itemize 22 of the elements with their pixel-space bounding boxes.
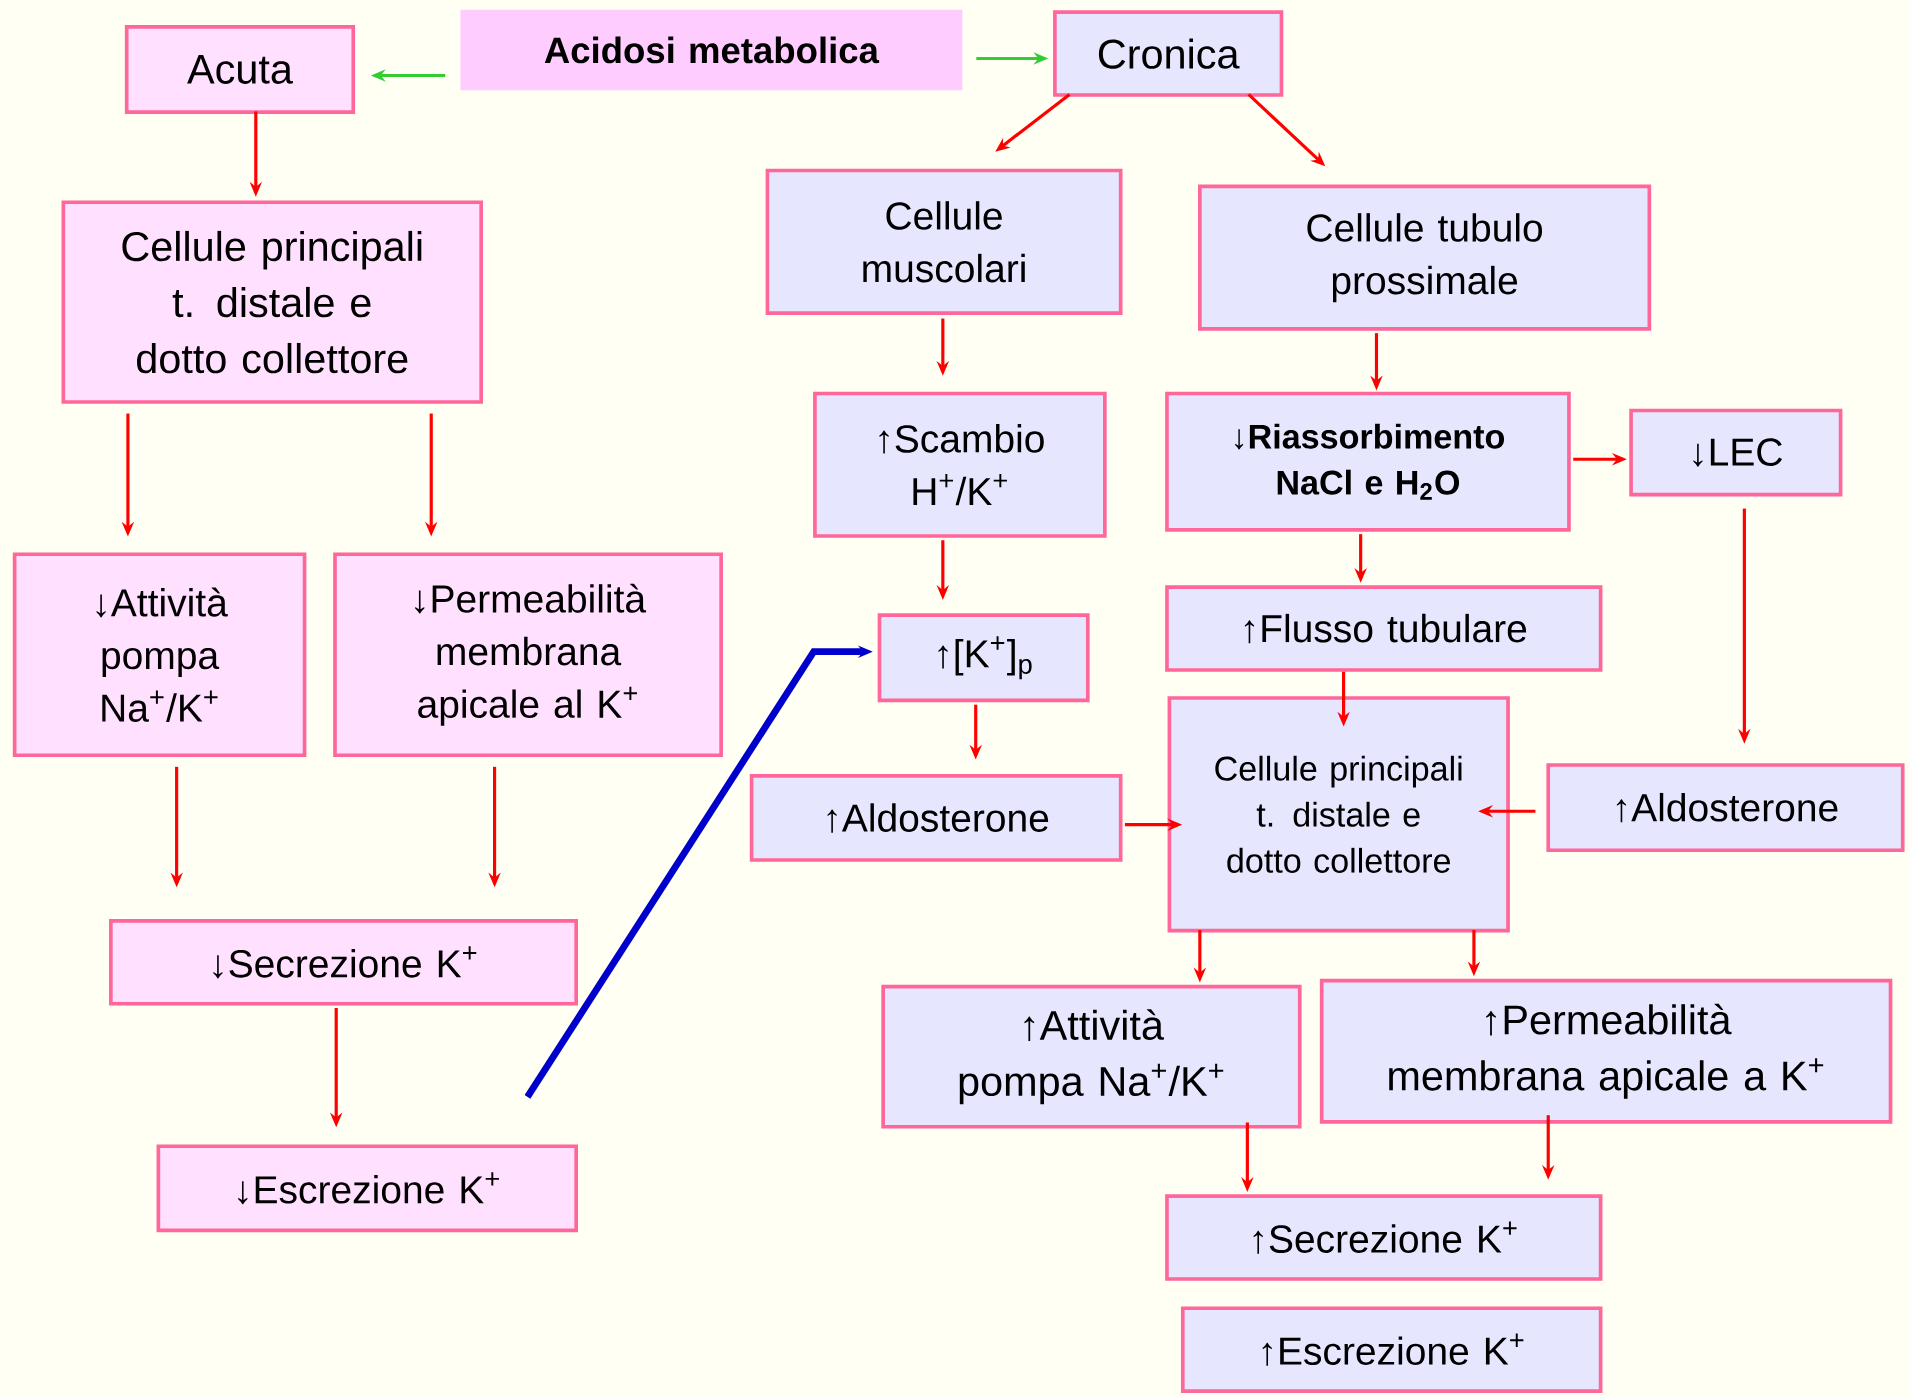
process-box: ↓Permeabilità membrana apicale al K$^{+}$: [333, 552, 723, 757]
process-box: ↑[K$^{+}$]$_{p}$: [877, 613, 1090, 703]
process-box: Acuta: [124, 24, 356, 114]
process-box: ↑Escrezione K$^{+}$: [1180, 1306, 1603, 1393]
process-box: ↑Scambio H$^{+}$/K$^{+}$: [813, 391, 1107, 538]
process-box: ↑Aldosterone: [749, 773, 1123, 862]
process-box: ↑Aldosterone: [1546, 762, 1905, 852]
title-box: Acidosi metabolica: [460, 9, 963, 90]
process-box: Cellule principali t. distale e dotto collettore: [61, 200, 483, 404]
process-box: ↑Secrezione K$^{+}$: [1165, 1194, 1603, 1281]
process-box: Cellule muscolari: [765, 168, 1123, 315]
process-box: Cronica: [1053, 10, 1284, 97]
process-box: ↑Flusso tubulare: [1165, 585, 1603, 672]
process-box: Cellule tubulo prossimale: [1198, 184, 1652, 331]
process-box: ↓LEC: [1629, 408, 1843, 497]
process-box: ↓Secrezione K$^{+}$: [109, 918, 578, 1006]
process-box: ↓Escrezione K$^{+}$: [156, 1144, 578, 1232]
process-box: ↓Riassorbimento NaCl e H$_{2}$O: [1165, 391, 1571, 532]
process-box: Cellule principali t. distale e dotto collettore: [1167, 695, 1510, 933]
process-box: ↓Attività pompa Na$^{+}$/K$^{+}$: [12, 552, 307, 757]
process-box: ↑Attività pompa Na$^{+}$/K$^{+}$: [881, 984, 1302, 1129]
process-box: ↑Permeabilità membrana apicale a K$^{+}$: [1319, 978, 1893, 1124]
